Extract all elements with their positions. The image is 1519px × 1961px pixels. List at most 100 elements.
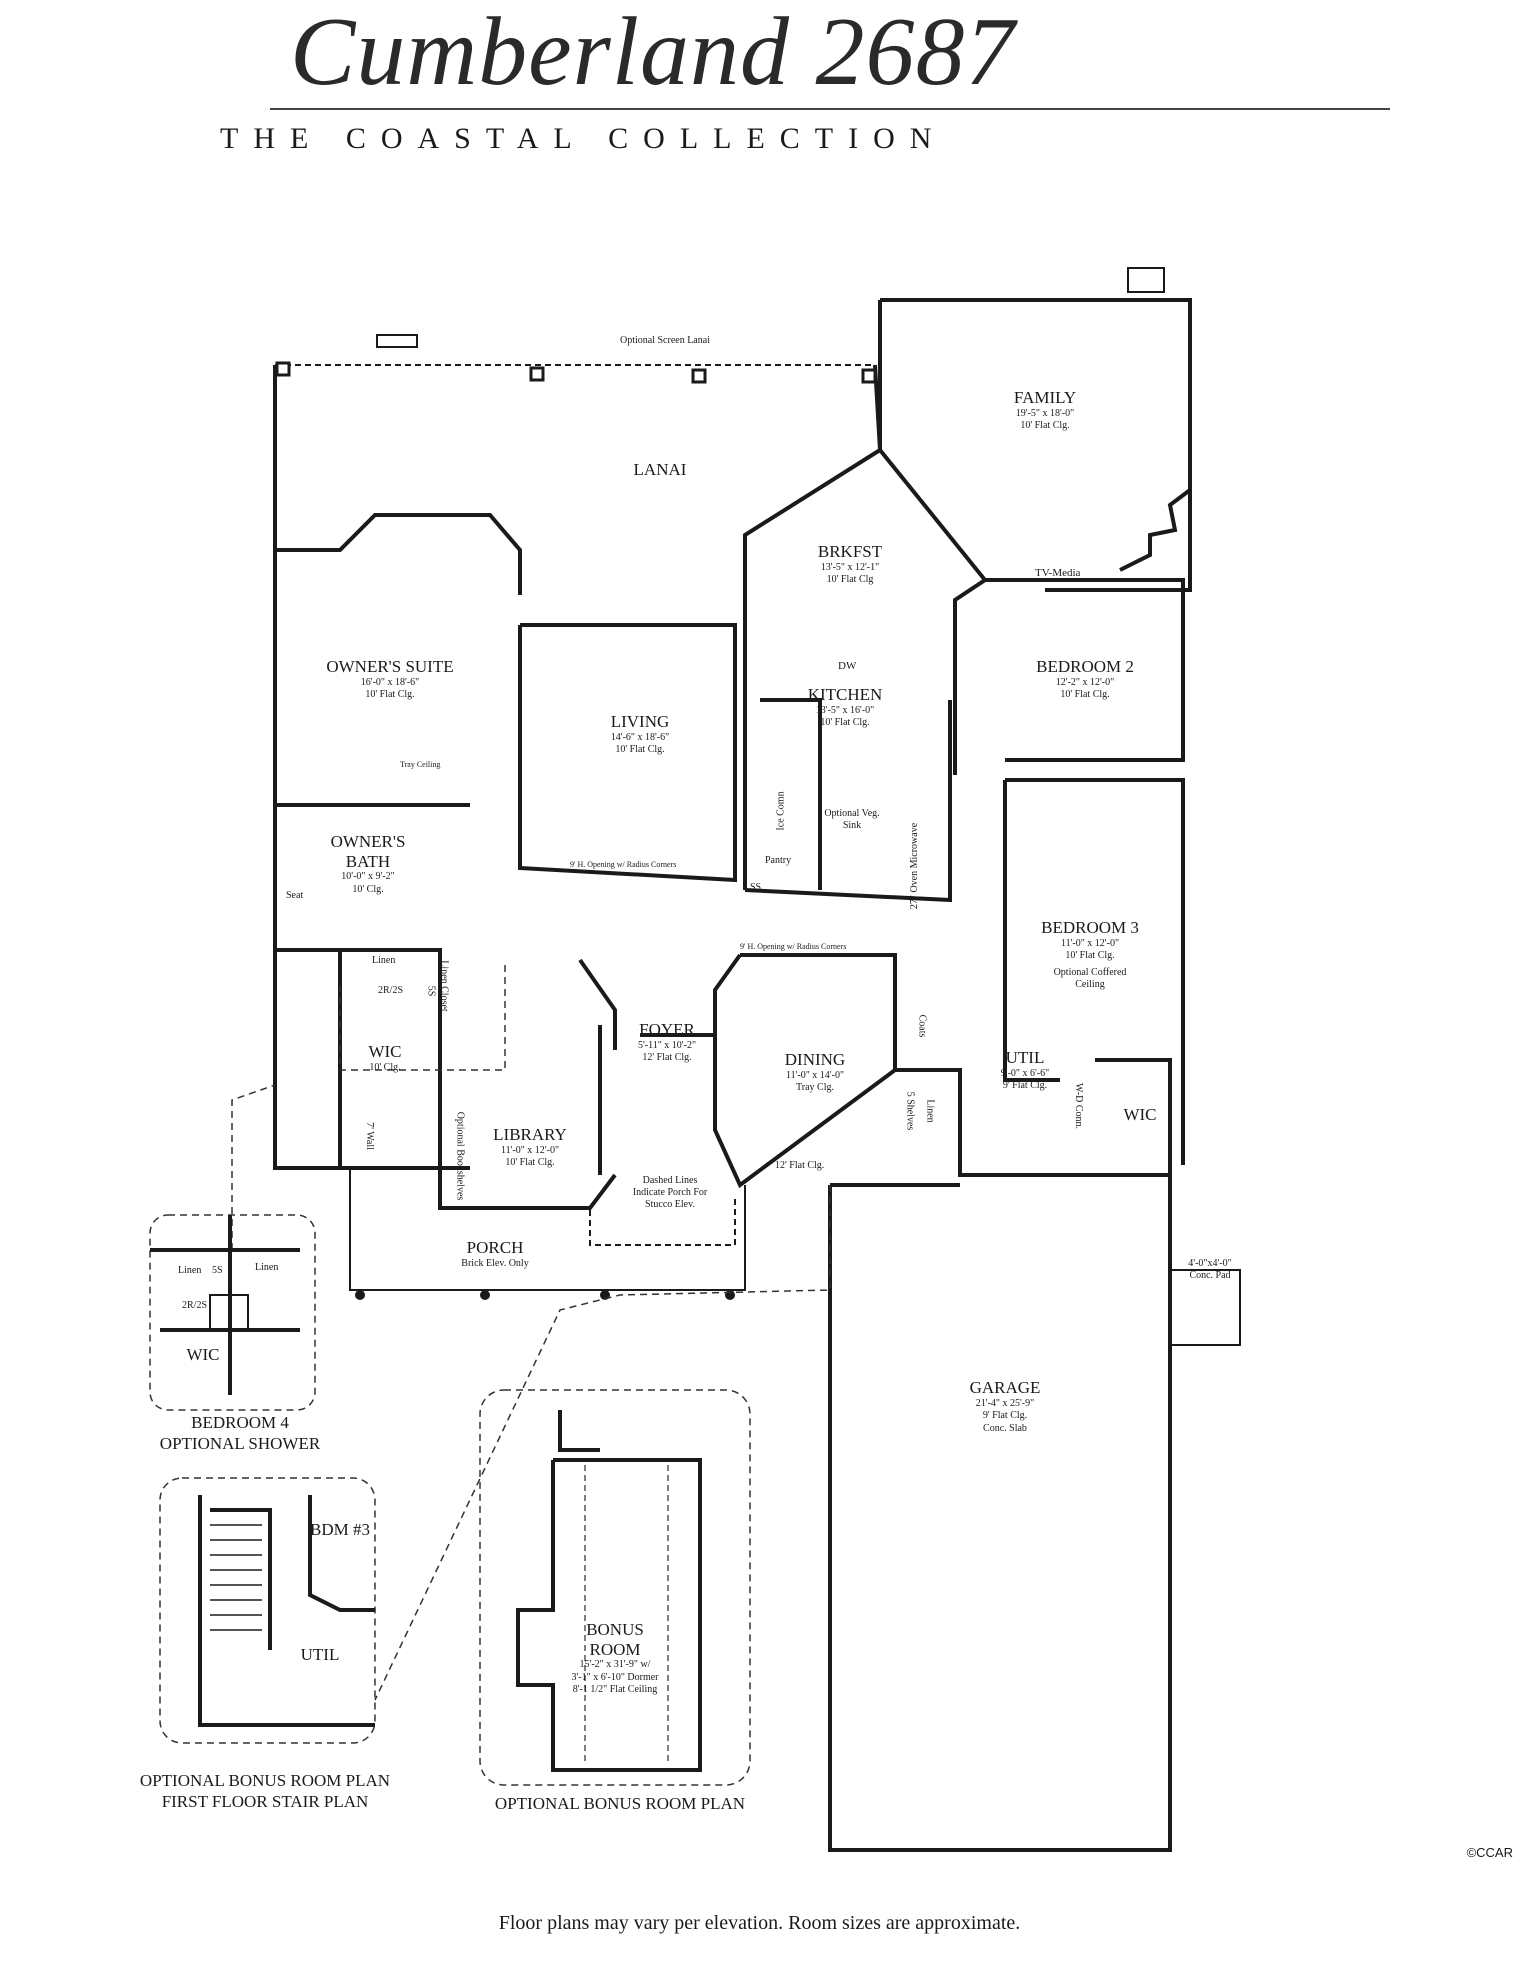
stair-util-name: UTIL bbox=[300, 1645, 340, 1664]
bed4-2r2s: 2R/2S bbox=[182, 1300, 208, 1311]
bedroom4-caption: BEDROOM 4 OPTIONAL SHOWER bbox=[130, 1412, 350, 1455]
bonus-room-name-1: BONUS bbox=[586, 1620, 644, 1639]
room-owners-suite: OWNER'S SUITE 16'-0" x 18'-6" 10' Flat C… bbox=[320, 657, 460, 702]
room-bedroom-3-size: 11'-0" x 12'-0" bbox=[1060, 937, 1120, 949]
room-kitchen: KITCHEN 13'-5" x 16'-0" 10' Flat Clg. bbox=[790, 685, 900, 730]
room-lanai-name: LANAI bbox=[633, 460, 687, 479]
bed4-linen-b: Linen bbox=[255, 1262, 279, 1273]
room-brkfst-ceiling: 10' Flat Clg bbox=[826, 574, 874, 586]
bonus-room-name-2: ROOM bbox=[589, 1639, 641, 1659]
room-owners-bath-name: OWNER'S BATH bbox=[330, 832, 406, 871]
room-owners-bath-ceiling: 10' Clg. bbox=[352, 883, 384, 895]
ice-label: Ice Comn bbox=[775, 791, 787, 831]
wd-conn-label: W-D Conn. bbox=[1073, 1082, 1085, 1130]
room-garage: GARAGE 21'-4" x 25'-9" 9' Flat Clg. Conc… bbox=[950, 1378, 1060, 1435]
room-garage-name: GARAGE bbox=[969, 1378, 1041, 1397]
room-wic-2-name: WIC bbox=[1123, 1105, 1157, 1124]
screen-lanai-note: Optional Screen Lanai bbox=[620, 335, 710, 346]
bonus-room-size: 15'-2" x 31'-9" w/ bbox=[579, 1659, 651, 1671]
dashed-lines-note: Dashed Lines Indicate Porch For Stucco E… bbox=[632, 1175, 708, 1210]
room-dining: DINING 11'-0" x 14'-0" Tray Clg. bbox=[765, 1050, 865, 1095]
dining-opening-note: 9' H. Opening w/ Radius Corners bbox=[740, 942, 847, 951]
room-owners-bath-size: 10'-0" x 9'-2" bbox=[341, 871, 395, 883]
room-lanai: LANAI bbox=[610, 460, 710, 480]
room-dining-size: 11'-0" x 14'-0" bbox=[785, 1069, 845, 1081]
room-bedroom-2-size: 12'-2" x 12'-0" bbox=[1055, 676, 1115, 688]
stair-bdm3-name: BDM #3 bbox=[310, 1520, 370, 1539]
seat-label: Seat bbox=[286, 890, 304, 901]
tv-media-label: TV-Media bbox=[1035, 567, 1081, 579]
bedroom4-caption-line1: BEDROOM 4 bbox=[191, 1413, 289, 1432]
room-brkfst-size: 13'-5" x 12'-1" bbox=[820, 561, 880, 573]
room-living-size: 14'-6" x 18'-6" bbox=[610, 731, 670, 743]
collection-subtitle: THE COASTAL COLLECTION bbox=[220, 122, 947, 155]
conc-pad-label: 4'-0"x4'-0" Conc. Pad bbox=[1188, 1258, 1232, 1281]
room-owners-suite-name: OWNER'S SUITE bbox=[326, 657, 454, 676]
stair-util: UTIL bbox=[290, 1645, 350, 1665]
room-family-ceiling: 10' Flat Clg. bbox=[1020, 420, 1070, 432]
room-bedroom-3-ceiling: 10' Flat Clg. bbox=[1065, 950, 1115, 962]
r2s2-label: 2R/2S bbox=[378, 985, 404, 996]
stair-plan-caption-line1: OPTIONAL BONUS ROOM PLAN bbox=[139, 1771, 391, 1790]
linen-closet-label: Linen Closet bbox=[438, 960, 450, 1012]
room-owners-bath: OWNER'S BATH 10'-0" x 9'-2" 10' Clg. bbox=[323, 832, 413, 896]
room-foyer: FOYER 5'-11" x 10'-2" 12' Flat Clg. bbox=[622, 1020, 712, 1065]
bed4-linen-a: Linen bbox=[178, 1265, 202, 1276]
bonus-room: BONUS ROOM 15'-2" x 31'-9" w/ 3'-1" x 6'… bbox=[560, 1620, 670, 1697]
wic-wall-note: 7' Wall bbox=[363, 1122, 375, 1150]
room-library-size: 11'-0" x 12'-0" bbox=[500, 1144, 560, 1156]
room-bedroom-2: BEDROOM 2 12'-2" x 12'-0" 10' Flat Clg. bbox=[1030, 657, 1140, 702]
room-wic: WIC 10' Clg. bbox=[355, 1042, 415, 1074]
bedroom4-caption-line2: OPTIONAL SHOWER bbox=[159, 1434, 321, 1454]
room-util-size: 9'-0" x 6'-6" bbox=[1000, 1067, 1050, 1079]
room-wic-2: WIC bbox=[1115, 1105, 1165, 1125]
pantry-label: Pantry bbox=[765, 855, 792, 866]
plan-title: Cumberland 2687 bbox=[290, 0, 1016, 106]
room-garage-size: 21'-4" x 25'-9" bbox=[975, 1397, 1035, 1409]
dining-flat-ceiling-note: 12' Flat Clg. bbox=[775, 1160, 825, 1171]
title-rule bbox=[270, 108, 1390, 110]
util-linen-label: Linen bbox=[924, 1099, 936, 1123]
room-family-size: 19'-5" x 18'-0" bbox=[1015, 407, 1075, 419]
room-bedroom-3-name: BEDROOM 3 bbox=[1041, 918, 1139, 937]
dw-label: DW bbox=[838, 660, 857, 672]
room-porch-name: PORCH bbox=[466, 1238, 524, 1257]
room-foyer-size: 5'-11" x 10'-2" bbox=[637, 1039, 697, 1051]
room-garage-ceiling: 9' Flat Clg. bbox=[982, 1410, 1028, 1422]
room-porch-note: Brick Elev. Only bbox=[461, 1257, 529, 1269]
bed4-wic-name: WIC bbox=[186, 1345, 220, 1364]
room-wic-ceiling: 10' Clg. bbox=[369, 1061, 401, 1073]
living-opening-note: 9' H. Opening w/ Radius Corners bbox=[570, 860, 677, 869]
tray-ceiling-note: Tray Ceiling bbox=[400, 760, 441, 769]
room-kitchen-size: 13'-5" x 16'-0" bbox=[815, 704, 875, 716]
stair-bdm3: BDM #3 bbox=[310, 1520, 370, 1540]
room-kitchen-ceiling: 10' Flat Clg. bbox=[820, 717, 870, 729]
room-family: FAMILY 19'-5" x 18'-0" 10' Flat Clg. bbox=[990, 388, 1100, 433]
bed4-ss: 5S bbox=[212, 1265, 223, 1276]
stair-plan-caption: OPTIONAL BONUS ROOM PLAN FIRST FLOOR STA… bbox=[130, 1770, 400, 1813]
room-owners-suite-size: 16'-0" x 18'-6" bbox=[360, 676, 420, 688]
room-bedroom-2-ceiling: 10' Flat Clg. bbox=[1060, 689, 1110, 701]
bookshelves-note: Optional Bookshelves bbox=[454, 1111, 466, 1201]
room-foyer-ceiling: 12' Flat Clg. bbox=[642, 1052, 692, 1064]
room-bedroom-2-name: BEDROOM 2 bbox=[1036, 657, 1134, 676]
ss-closet-label: 5S bbox=[425, 985, 437, 997]
room-living-name: LIVING bbox=[610, 712, 670, 731]
veg-sink-note: Optional Veg. Sink bbox=[824, 808, 880, 831]
linen-label: Linen bbox=[372, 955, 396, 966]
room-util: UTIL 9'-0" x 6'-6" 9' Flat Clg. bbox=[980, 1048, 1070, 1093]
room-dining-name: DINING bbox=[784, 1050, 846, 1069]
disclaimer: Floor plans may vary per elevation. Room… bbox=[498, 1912, 1021, 1934]
room-foyer-name: FOYER bbox=[639, 1020, 695, 1039]
bonus-room-ceiling: 8'-1 1/2" Flat Ceiling bbox=[572, 1684, 658, 1696]
room-util-name: UTIL bbox=[1005, 1048, 1045, 1067]
room-wic-name: WIC bbox=[368, 1042, 402, 1061]
room-bedroom-3: BEDROOM 3 11'-0" x 12'-0" 10' Flat Clg. … bbox=[1035, 918, 1145, 992]
room-util-ceiling: 9' Flat Clg. bbox=[1002, 1080, 1048, 1092]
room-living-ceiling: 10' Flat Clg. bbox=[615, 744, 665, 756]
ccar-watermark: ©CCAR bbox=[1466, 1845, 1513, 1860]
room-library: LIBRARY 11'-0" x 12'-0" 10' Flat Clg. bbox=[480, 1125, 580, 1170]
stair-plan-caption-line2: FIRST FLOOR STAIR PLAN bbox=[161, 1792, 369, 1812]
ss-label: SS bbox=[750, 882, 762, 893]
